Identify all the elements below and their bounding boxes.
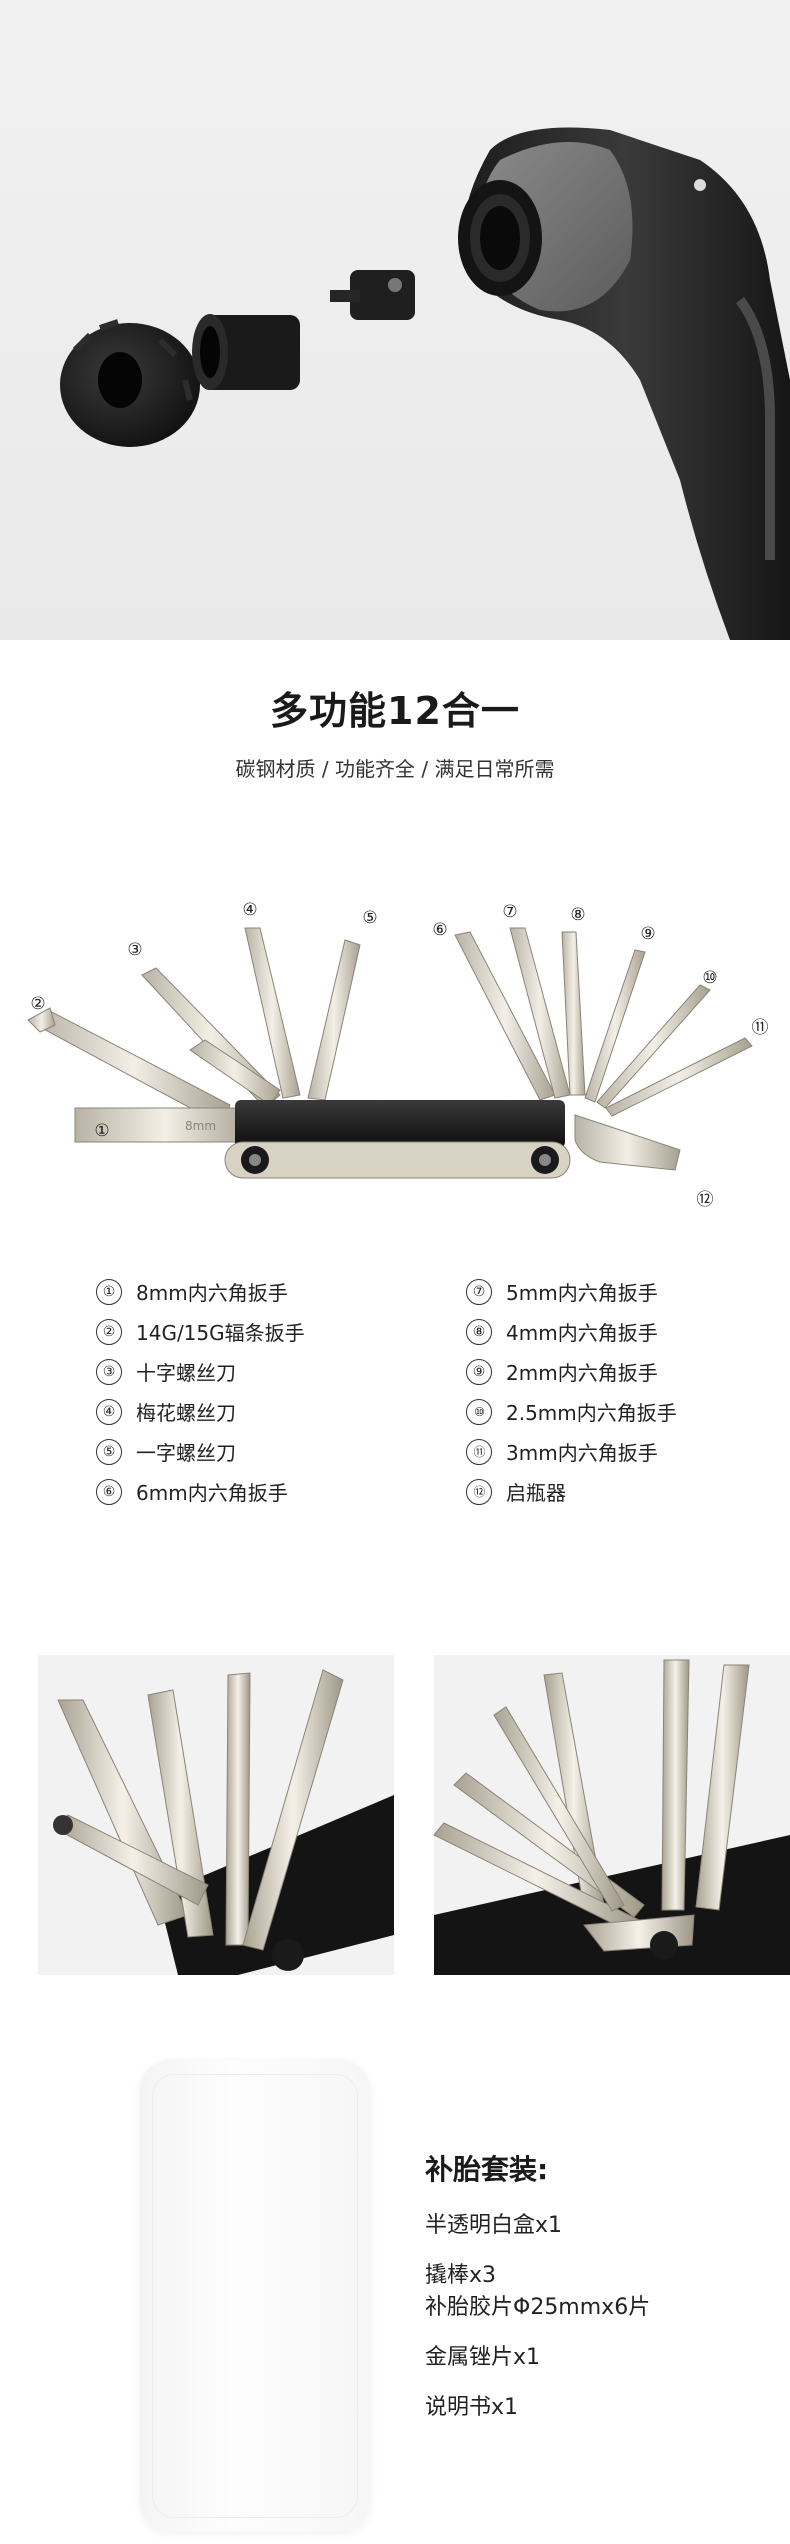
function-item: ⑤ 一字螺丝刀: [96, 1438, 466, 1465]
closeup-photos: [38, 1655, 790, 1975]
function-label: 十字螺丝刀: [136, 1361, 236, 1385]
multitool-illustration: 8mm ① ② ③ ④ ⑤ ⑥ ⑦ ⑧ ⑨ ⑩ ⑪ ⑫: [27, 900, 769, 1210]
marker-5: ⑤: [362, 908, 377, 928]
marker-1: ①: [94, 1121, 109, 1141]
right-tools: [454, 927, 753, 1171]
bottle-opener: [574, 1114, 681, 1171]
marker-7: ⑦: [502, 902, 517, 922]
closeup-left: [38, 1655, 394, 1975]
repair-kit-section: 补胎套装: 半透明白盒x1 撬棒x3 补胎胶片Φ25mmx6片 金属锉片x1 说…: [0, 2040, 790, 2544]
function-item: ① 8mm内六角扳手: [96, 1278, 466, 1305]
pump-knob-cap: [60, 319, 200, 447]
multitool-diagram: 8mm ① ② ③ ④ ⑤ ⑥ ⑦ ⑧ ⑨ ⑩ ⑪ ⑫: [0, 880, 790, 1240]
function-item: ⑫ 启瓶器: [466, 1478, 736, 1505]
function-number: ⑫: [466, 1478, 492, 1505]
function-number: ③: [96, 1358, 122, 1385]
function-number: ①: [96, 1278, 122, 1305]
function-number: ⑦: [466, 1278, 492, 1305]
function-number: ⑧: [466, 1318, 492, 1345]
tool-markers: ① ② ③ ④ ⑤ ⑥ ⑦ ⑧ ⑨ ⑩ ⑪ ⑫: [30, 900, 768, 1210]
function-number: ⑥: [96, 1478, 122, 1505]
marker-3: ③: [127, 940, 142, 960]
kit-contents: 补胎套装: 半透明白盒x1 撬棒x3 补胎胶片Φ25mmx6片 金属锉片x1 说…: [425, 2148, 650, 2424]
function-label: 2mm内六角扳手: [506, 1361, 658, 1385]
function-label: 一字螺丝刀: [136, 1441, 236, 1465]
marker-2: ②: [30, 994, 45, 1014]
function-item: ④ 梅花螺丝刀: [96, 1398, 466, 1425]
pump-illustration: [60, 127, 790, 640]
function-number: ⑩: [466, 1398, 492, 1425]
function-label: 2.5mm内六角扳手: [506, 1401, 677, 1425]
kit-title: 补胎套装:: [425, 2153, 549, 2186]
function-label: 5mm内六角扳手: [506, 1281, 658, 1305]
closeup-illustration: [38, 1655, 790, 1975]
function-number: ⑨: [466, 1358, 492, 1385]
function-item: ⑩ 2.5mm内六角扳手: [466, 1398, 736, 1425]
function-label: 6mm内六角扳手: [136, 1481, 288, 1505]
function-list: ① 8mm内六角扳手 ⑦ 5mm内六角扳手 ② 14G/15G辐条扳手 ⑧ 4mm内六角…: [96, 1278, 736, 1505]
multitool-body: [224, 1100, 571, 1179]
kit-line-manual: 说明书x1: [425, 2395, 519, 2420]
kit-line-levers: 撬棒x3: [425, 2263, 497, 2288]
marker-4: ④: [242, 900, 257, 920]
function-number: ④: [96, 1398, 122, 1425]
function-item: ⑦ 5mm内六角扳手: [466, 1278, 736, 1305]
function-label: 3mm内六角扳手: [506, 1441, 658, 1465]
marker-9: ⑨: [640, 924, 655, 944]
tool-engraving: 8mm: [185, 1119, 216, 1133]
function-number: ②: [96, 1318, 122, 1345]
marker-12: ⑫: [697, 1190, 714, 1210]
marker-10: ⑩: [702, 968, 717, 988]
pump-valve-part: [330, 270, 415, 320]
function-label: 启瓶器: [506, 1481, 566, 1505]
function-number: ⑪: [466, 1438, 492, 1465]
closeup-right: [433, 1655, 790, 1975]
translucent-box-image: [140, 2060, 370, 2532]
pump-screw: [694, 179, 706, 191]
function-item: ③ 十字螺丝刀: [96, 1358, 466, 1385]
function-item: ⑪ 3mm内六角扳手: [466, 1438, 736, 1465]
marker-6: ⑥: [432, 920, 447, 940]
function-item: ⑧ 4mm内六角扳手: [466, 1318, 736, 1345]
feature-title: 多功能12合一: [270, 689, 520, 733]
left-tools: [27, 927, 361, 1126]
kit-line-box: 半透明白盒x1: [425, 2213, 563, 2238]
kit-line-patches: 补胎胶片Φ25mmx6片: [425, 2295, 651, 2320]
function-number: ⑤: [96, 1438, 122, 1465]
feature-subtitle: 碳钢材质 / 功能齐全 / 满足日常所需: [235, 757, 555, 781]
pump-cylinder-part: [192, 314, 300, 390]
function-label: 梅花螺丝刀: [136, 1401, 236, 1425]
function-label: 14G/15G辐条扳手: [136, 1321, 305, 1345]
marker-8: ⑧: [570, 905, 585, 925]
function-item: ⑥ 6mm内六角扳手: [96, 1478, 466, 1505]
pump-photo: [0, 0, 790, 640]
function-item: ⑨ 2mm内六角扳手: [466, 1358, 736, 1385]
function-item: ② 14G/15G辐条扳手: [96, 1318, 466, 1345]
function-label: 4mm内六角扳手: [506, 1321, 658, 1345]
feature-heading: 多功能12合一 碳钢材质 / 功能齐全 / 满足日常所需: [0, 680, 790, 782]
hex-8mm-bar: 8mm: [74, 1107, 256, 1143]
function-label: 8mm内六角扳手: [136, 1281, 288, 1305]
marker-11: ⑪: [752, 1018, 769, 1038]
kit-line-file: 金属锉片x1: [425, 2345, 541, 2370]
